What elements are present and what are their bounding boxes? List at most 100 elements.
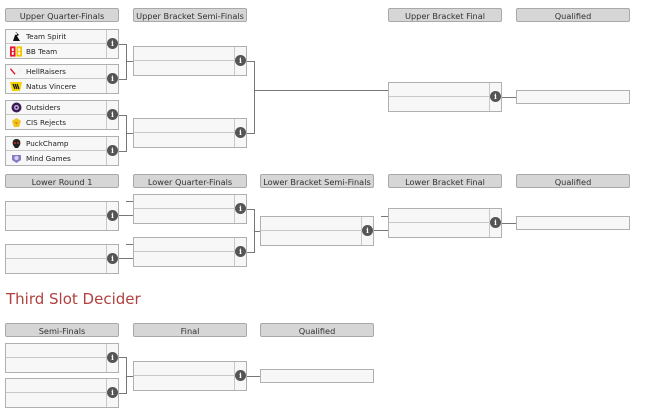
connector [126, 133, 133, 134]
info-icon[interactable]: i [235, 127, 246, 138]
info-icon[interactable]: i [235, 55, 246, 66]
info-icon[interactable]: i [235, 246, 246, 257]
divider [234, 238, 235, 266]
connector [119, 151, 126, 152]
team-name: Natus Vincere [26, 81, 77, 91]
header-final: Final [133, 323, 247, 337]
divider [106, 202, 107, 230]
team-row[interactable] [261, 231, 361, 245]
connector [254, 61, 255, 134]
info-icon[interactable]: i [235, 203, 246, 214]
match-ubsf-1[interactable]: i [133, 46, 247, 76]
lower-qualified-slot [516, 216, 630, 230]
info-icon[interactable]: i [107, 145, 118, 156]
connector [247, 252, 254, 253]
connector [119, 215, 133, 216]
info-icon[interactable]: i [107, 210, 118, 221]
info-icon[interactable]: i [107, 352, 118, 363]
team-row[interactable] [6, 393, 106, 407]
divider [106, 245, 107, 273]
team-row[interactable] [134, 252, 234, 266]
team-row[interactable]: CIS Rejects [6, 115, 106, 129]
match-lr1-2[interactable]: i [5, 244, 119, 274]
team-row[interactable] [6, 202, 106, 216]
team-row[interactable] [389, 83, 489, 97]
team-row[interactable] [6, 379, 106, 393]
match-lbsf[interactable]: i [260, 216, 374, 246]
navi-logo-icon [10, 81, 22, 92]
connector [126, 357, 127, 394]
team-row[interactable] [134, 195, 234, 209]
connector [381, 216, 388, 217]
info-icon[interactable]: i [362, 225, 373, 236]
team-name: PuckChamp [26, 139, 69, 148]
match-ubsf-2[interactable]: i [133, 118, 247, 148]
match-uqf-1[interactable]: Team Spirit BB Team i [5, 29, 119, 59]
team-row[interactable] [134, 362, 234, 376]
team-row[interactable] [6, 245, 106, 259]
info-icon[interactable]: i [490, 217, 501, 228]
team-row[interactable] [134, 61, 234, 75]
team-row[interactable] [6, 358, 106, 372]
header-third-qualified: Qualified [260, 323, 374, 337]
match-lqf-2[interactable]: i [133, 237, 247, 267]
divider [106, 30, 107, 58]
team-row[interactable] [389, 223, 489, 237]
match-lr1-1[interactable]: i [5, 201, 119, 231]
connector [119, 115, 126, 116]
team-row[interactable]: Natus Vincere [6, 79, 106, 93]
team-row[interactable] [261, 217, 361, 231]
team-row[interactable] [134, 238, 234, 252]
team-name: CIS Rejects [26, 117, 67, 127]
team-name: HellRaisers [26, 67, 66, 76]
team-row[interactable]: Outsiders [6, 101, 106, 115]
hellraisers-logo-icon [10, 66, 22, 77]
team-row[interactable] [6, 344, 106, 358]
connector [126, 44, 127, 80]
match-uqf-4[interactable]: PuckChamp Mind Games i [5, 136, 119, 166]
team-row[interactable] [134, 209, 234, 223]
team-row[interactable] [134, 119, 234, 133]
team-row[interactable] [389, 209, 489, 223]
team-row[interactable]: HellRaisers [6, 65, 106, 79]
divider [234, 362, 235, 390]
team-row[interactable] [6, 216, 106, 230]
header-lower-quarter-finals: Lower Quarter-Finals [133, 174, 247, 188]
team-row[interactable] [6, 259, 106, 273]
team-row[interactable] [134, 133, 234, 147]
team-spirit-logo-icon [10, 31, 22, 42]
info-icon[interactable]: i [107, 73, 118, 84]
match-tsd-sf-2[interactable]: i [5, 378, 119, 408]
team-row[interactable]: PuckChamp [6, 137, 106, 151]
info-icon[interactable]: i [107, 109, 118, 120]
third-qualified-slot [260, 369, 374, 383]
team-name: Team Spirit [26, 32, 67, 41]
divider [489, 209, 490, 237]
upper-qualified-slot [516, 90, 630, 104]
connector [374, 230, 388, 231]
connector [119, 357, 126, 358]
divider [234, 119, 235, 147]
info-icon[interactable]: i [107, 38, 118, 49]
info-icon[interactable]: i [107, 387, 118, 398]
match-uqf-3[interactable]: Outsiders CIS Rejects i [5, 100, 119, 130]
cis-rejects-logo-icon [10, 117, 22, 128]
match-ubf[interactable]: i [388, 82, 502, 112]
match-lqf-1[interactable]: i [133, 194, 247, 224]
divider [361, 217, 362, 245]
match-tsd-sf-1[interactable]: i [5, 343, 119, 373]
team-row[interactable]: BB Team [6, 44, 106, 58]
match-lbf[interactable]: i [388, 208, 502, 238]
team-row[interactable] [134, 47, 234, 61]
header-semi-finals: Semi-Finals [5, 323, 119, 337]
team-row[interactable] [389, 97, 489, 111]
outsiders-logo-icon [10, 102, 22, 113]
info-icon[interactable]: i [107, 253, 118, 264]
team-row[interactable]: Team Spirit [6, 30, 106, 44]
team-row[interactable]: Mind Games [6, 151, 106, 165]
info-icon[interactable]: i [235, 370, 246, 381]
info-icon[interactable]: i [490, 91, 501, 102]
team-row[interactable] [134, 376, 234, 390]
match-uqf-2[interactable]: HellRaisers Natus Vincere i [5, 64, 119, 94]
match-tsd-final[interactable]: i [133, 361, 247, 391]
